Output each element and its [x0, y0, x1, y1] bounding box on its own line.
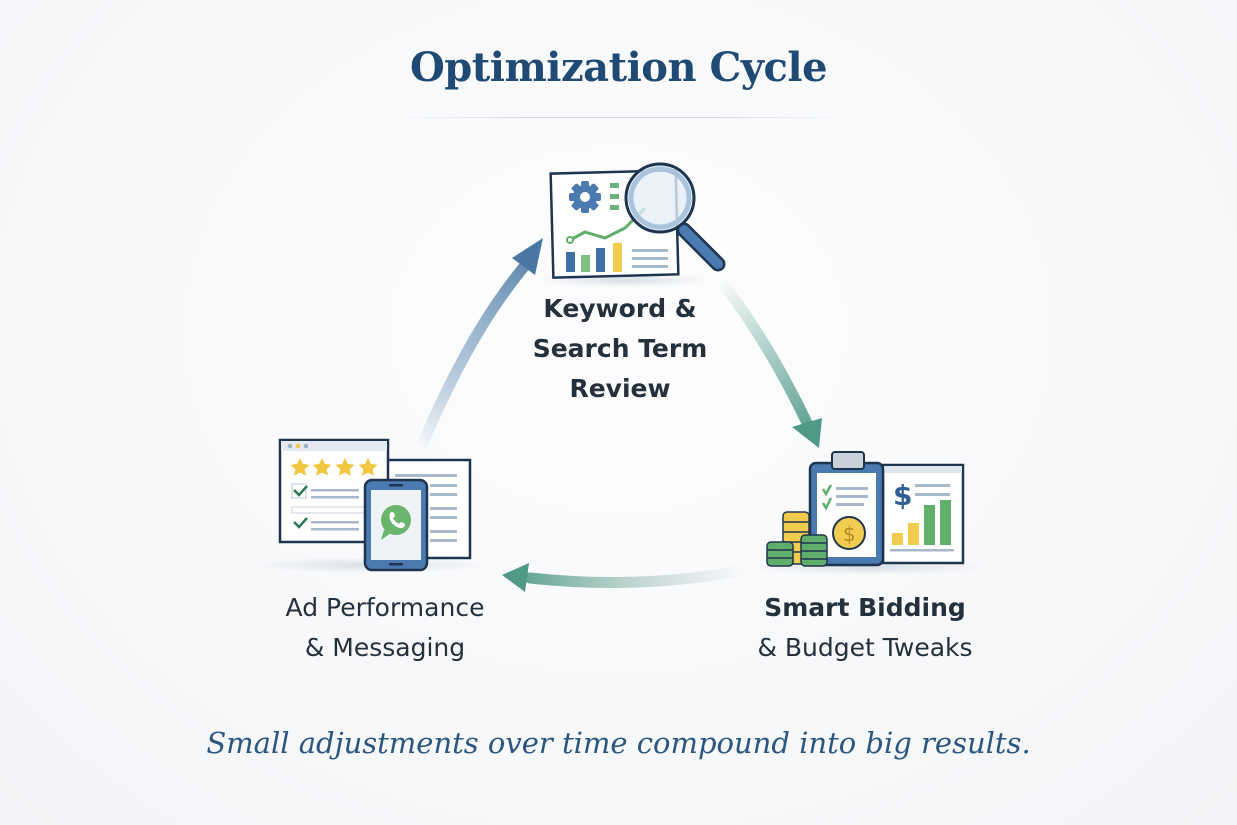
step-label-line: & Budget Tweaks	[757, 633, 973, 662]
title-divider	[390, 117, 850, 118]
step-label-line: & Messaging	[304, 633, 466, 662]
arrow-ad-to-keyword	[414, 238, 543, 456]
svg-text:$: $	[843, 522, 856, 546]
magnifier-icon	[624, 162, 726, 272]
arrow-keyword-to-bidding	[716, 276, 822, 448]
chat-call-icon	[381, 505, 411, 540]
keyword-review-icon	[535, 162, 726, 288]
step-label-line: Ad Performance	[285, 593, 485, 622]
rating-stars	[290, 458, 378, 476]
arrow-bidding-to-ad	[502, 563, 751, 592]
step-label-smart-bidding: Smart Bidding & Budget Tweaks	[720, 588, 1010, 668]
svg-text:$: $	[893, 479, 912, 512]
tagline: Small adjustments over time compound int…	[206, 726, 1031, 760]
coin-stacks-icon	[766, 511, 828, 567]
step-label-line: Search Term	[532, 334, 708, 363]
smart-bidding-icon: $ $	[750, 451, 990, 575]
phone-icon	[363, 478, 429, 572]
step-label-ad-performance: Ad Performance & Messaging	[250, 588, 520, 668]
gear-icon	[569, 181, 601, 213]
step-label-line: Keyword &	[543, 294, 697, 323]
diagram-title: Optimization Cycle	[409, 44, 828, 91]
step-label-line: Review	[569, 374, 671, 403]
step-label-line: Smart Bidding	[764, 593, 966, 622]
ad-performance-icon	[250, 438, 490, 573]
step-label-keyword-review: Keyword & Search Term Review	[500, 289, 740, 409]
